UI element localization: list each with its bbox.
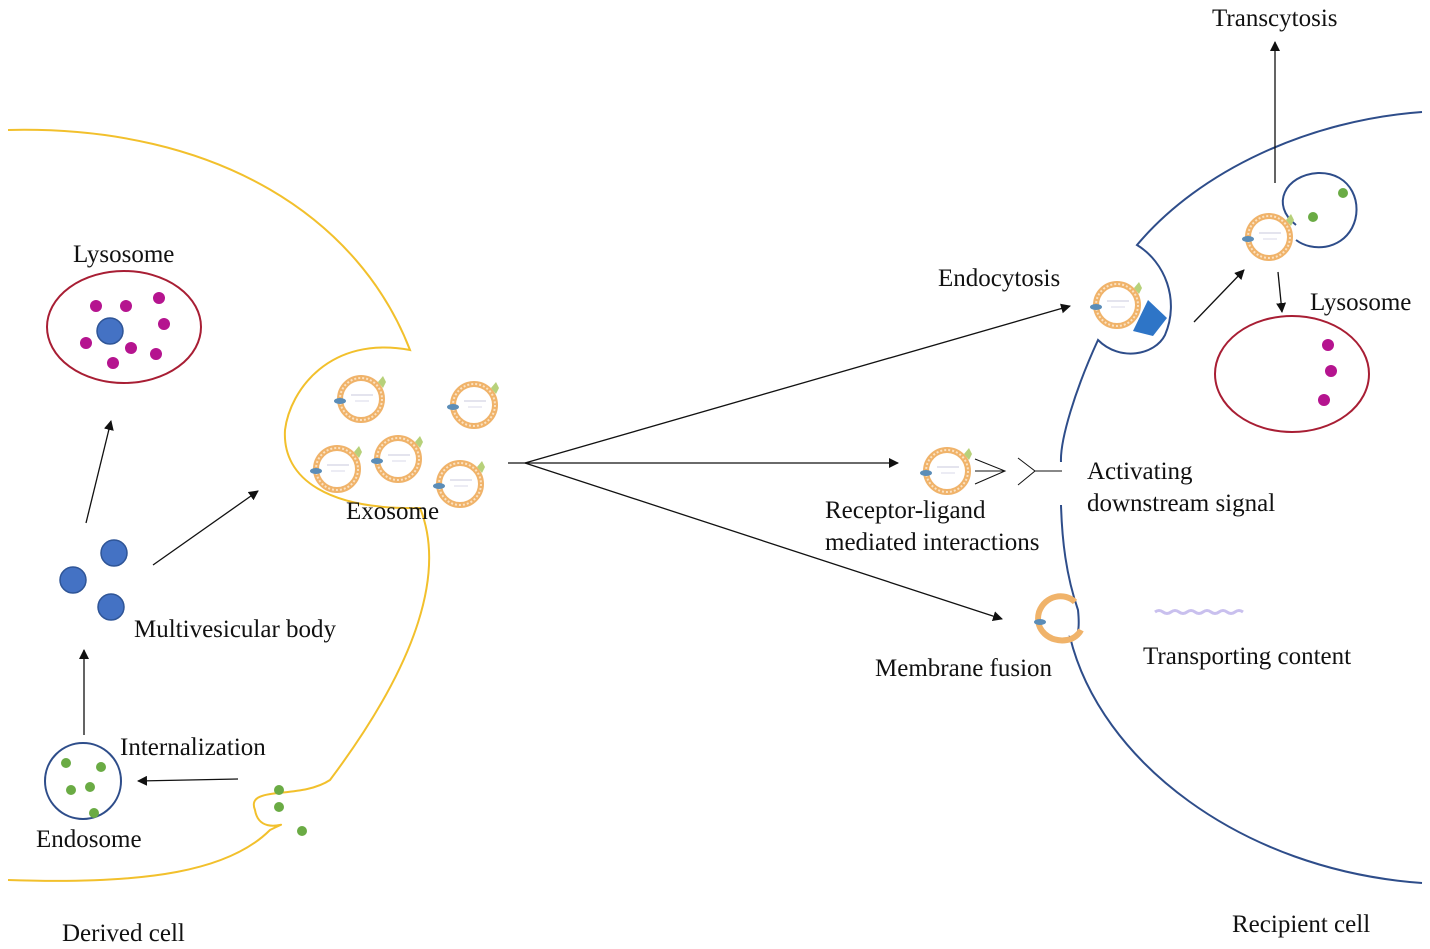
arrow-to-membrane-fusion bbox=[524, 462, 1003, 621]
arrow-mvb-to-lysosome bbox=[85, 420, 114, 524]
label-exosome: Exosome bbox=[346, 498, 439, 525]
ligand-chevron bbox=[974, 458, 1007, 485]
label-endosome: Endosome bbox=[36, 826, 142, 853]
lysosome-granules bbox=[80, 292, 170, 369]
lysosome-core bbox=[96, 317, 124, 345]
lysosome-recipient bbox=[1214, 315, 1370, 433]
label-transporting-content: Transporting content bbox=[1143, 643, 1351, 670]
lysosome-derived bbox=[46, 270, 202, 384]
endocytosis-vesicle bbox=[1090, 282, 1167, 336]
arrow-to-lysosome bbox=[1276, 271, 1287, 313]
label-derived-cell: Derived cell bbox=[62, 920, 185, 947]
endosome bbox=[44, 742, 122, 820]
label-multivesicular-body: Multivesicular body bbox=[134, 616, 337, 643]
internalizing-cargo bbox=[274, 785, 307, 836]
label-activating-2: downstream signal bbox=[1087, 490, 1275, 517]
transfer-arrows bbox=[508, 303, 1071, 621]
arrow-internalization bbox=[137, 775, 239, 786]
label-lysosome-recipient: Lysosome bbox=[1310, 289, 1411, 316]
receptor-wedge bbox=[1133, 300, 1167, 336]
label-internalization: Internalization bbox=[120, 734, 266, 761]
label-activating-1: Activating bbox=[1087, 458, 1193, 485]
label-recipient-cell: Recipient cell bbox=[1232, 911, 1370, 938]
derived-cell-membrane bbox=[7, 128, 431, 882]
recipient-arrows bbox=[1193, 41, 1287, 323]
membrane-fusion-vesicle bbox=[1034, 593, 1084, 644]
label-endocytosis: Endocytosis bbox=[938, 265, 1060, 292]
arrow-endocytosis-to-bud bbox=[1193, 269, 1245, 323]
recipient-cell: Transcytosis Endocytosis Lysosome Activa… bbox=[825, 5, 1423, 938]
transported-content bbox=[1154, 609, 1244, 615]
multivesicular-body bbox=[59, 539, 128, 621]
label-receptor-ligand-2: mediated interactions bbox=[825, 529, 1040, 556]
receptor-ligand-exosome bbox=[920, 448, 1062, 492]
label-membrane-fusion: Membrane fusion bbox=[875, 655, 1053, 682]
arrow-mvb-to-exosome bbox=[152, 490, 259, 566]
receptor-chevron bbox=[1017, 457, 1036, 486]
recipient-cell-membrane-upper bbox=[1059, 111, 1423, 463]
exosomes-cluster bbox=[310, 376, 499, 505]
label-receptor-ligand-1: Receptor-ligand bbox=[825, 497, 986, 524]
label-lysosome-derived: Lysosome bbox=[73, 241, 174, 268]
label-transcytosis: Transcytosis bbox=[1212, 5, 1338, 32]
recipient-cell-membrane-lower bbox=[1060, 504, 1423, 884]
derived-arrows bbox=[79, 420, 259, 786]
transcytosis-bud bbox=[1242, 171, 1358, 258]
derived-cell: Lysosome Exosome Multivesicular body Int… bbox=[7, 128, 499, 947]
arrow-to-endocytosis bbox=[524, 303, 1071, 464]
